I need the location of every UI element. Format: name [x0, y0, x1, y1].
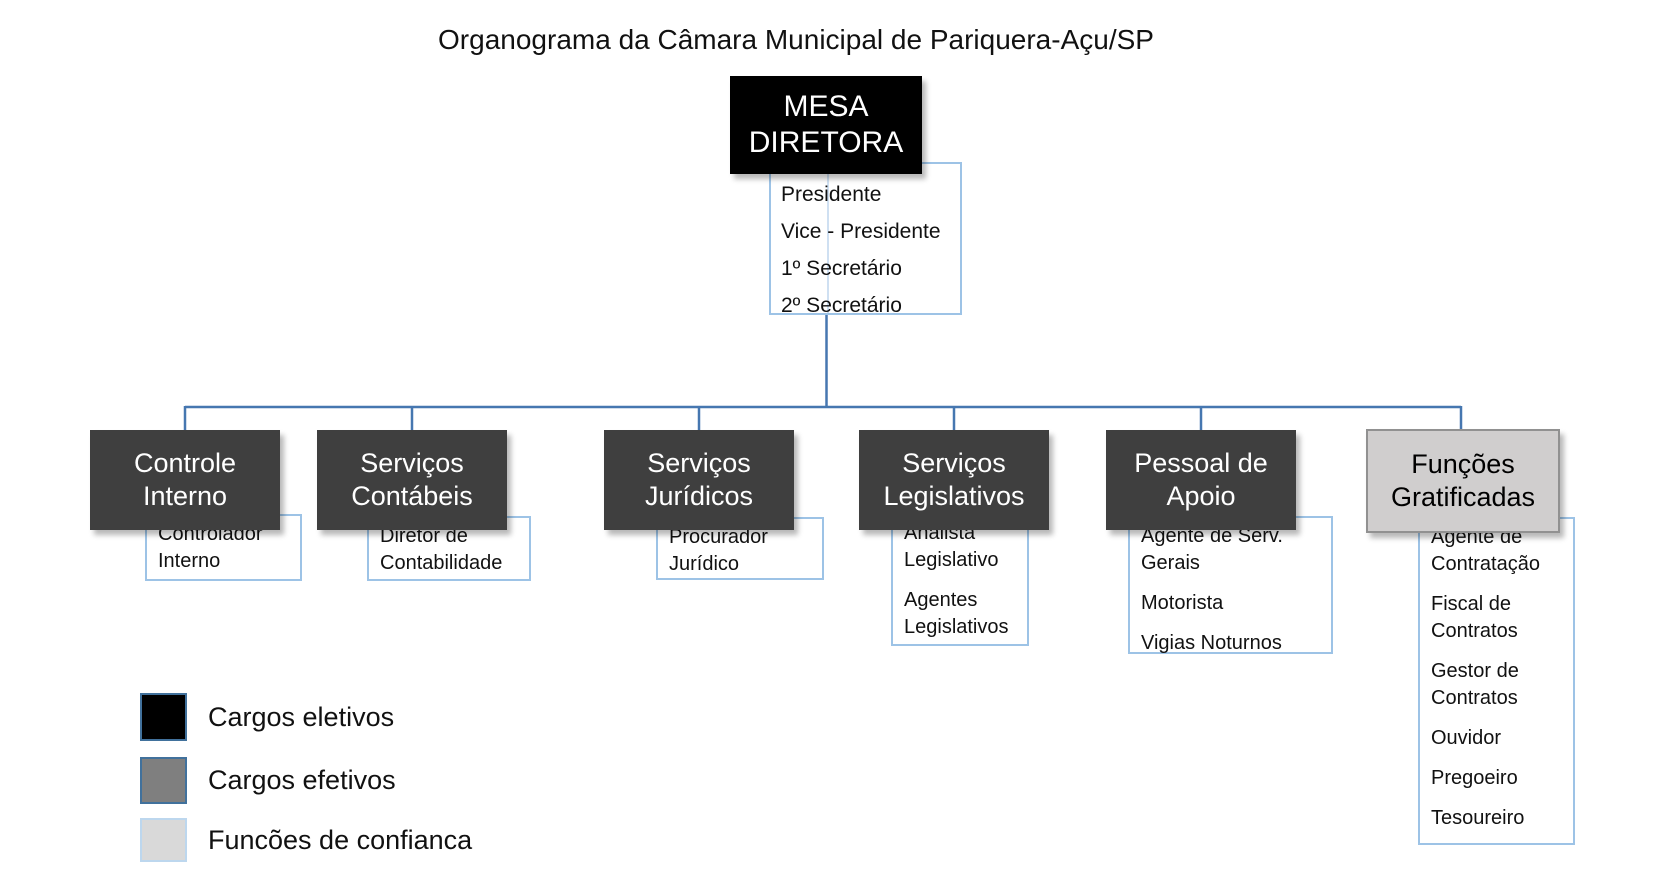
- legend-item-funcoes-de-confianca: Funcões de confianca: [140, 818, 472, 862]
- position-item: Tesoureiro: [1431, 807, 1525, 829]
- dept-box-controle-interno: Controle Interno: [90, 430, 280, 530]
- position-item: Gestor de Contratos: [1431, 660, 1519, 709]
- dept-label: Serviços Jurídicos: [644, 448, 754, 511]
- dept-box-funcoes-gratificadas: Funções Gratificadas: [1366, 429, 1560, 533]
- mesa-diretora-box: MESA DIRETORA: [730, 76, 922, 174]
- position-item: Ouvidor: [1431, 727, 1502, 749]
- position-item: Agentes Legislativos: [904, 589, 1009, 638]
- dept-label: Funções Gratificadas: [1390, 449, 1536, 512]
- dept-box-servicos-legislativos: Serviços Legislativos: [859, 430, 1049, 530]
- dept-label: Serviços Contábeis: [351, 448, 473, 511]
- position-item: Procurador Jurídico: [669, 526, 768, 575]
- position-item: Vigias Noturnos: [1141, 632, 1282, 654]
- position-item: 2º Secretário: [781, 294, 902, 317]
- legend-swatch-cargos-eletivos: [140, 693, 187, 741]
- mesa-diretora-label: MESA DIRETORA: [748, 90, 904, 159]
- legend-label: Cargos eletivos: [208, 701, 395, 732]
- dept-box-pessoal-de-apoio: Pessoal de Apoio: [1106, 430, 1296, 530]
- position-item: Diretor de Contabilidade: [380, 525, 503, 574]
- position-item: Presidente: [781, 183, 882, 206]
- dept-label: Controle Interno: [133, 448, 237, 511]
- position-item: 1º Secretário: [781, 257, 902, 280]
- legend-swatch-funcoes-de-confianca: [140, 818, 187, 862]
- legend-item-cargos-eletivos: Cargos eletivos: [140, 693, 394, 741]
- position-item: Motorista: [1141, 592, 1224, 614]
- legend-label: Funcões de confianca: [208, 824, 473, 855]
- position-item: Pregoeiro: [1431, 767, 1518, 789]
- legend-item-cargos-efetivos: Cargos efetivos: [140, 757, 396, 804]
- dept-box-servicos-contabeis: Serviços Contábeis: [317, 430, 507, 530]
- position-item: Fiscal de Contratos: [1431, 593, 1518, 642]
- dept-box-servicos-juridicos: Serviços Jurídicos: [604, 430, 794, 530]
- dept-label: Pessoal de Apoio: [1134, 448, 1268, 511]
- position-item: Agente de Serv. Gerais: [1141, 525, 1283, 574]
- connector-through-line: [827, 164, 829, 313]
- dept-label: Serviços Legislativos: [883, 448, 1025, 511]
- position-item: Vice - Presidente: [781, 220, 941, 243]
- legend-label: Cargos efetivos: [208, 765, 396, 795]
- legend-swatch-cargos-efetivos: [140, 757, 187, 804]
- page-title: Organograma da Câmara Municipal de Pariq…: [438, 24, 1154, 55]
